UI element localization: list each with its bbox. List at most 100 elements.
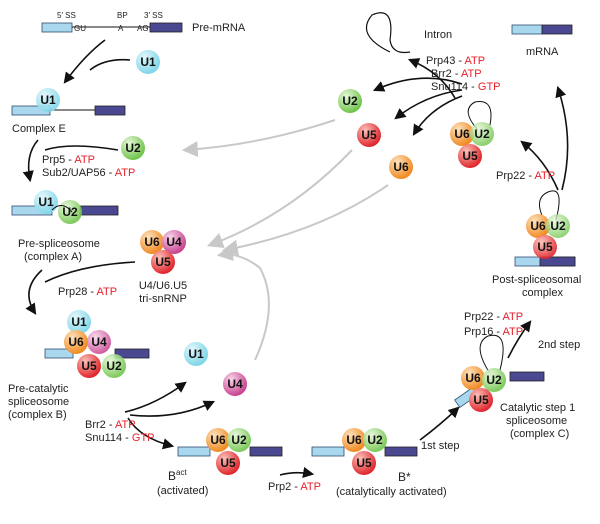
intron-label: Intron [424, 29, 452, 41]
svg-text:U5: U5 [537, 240, 553, 254]
complex-c: U6 U2 U5 Catalytic step 1 spliceosome (c… [454, 334, 575, 440]
bstar-label: B* [398, 470, 411, 484]
brr2-r-line: Brr2 - ATP [431, 68, 482, 80]
svg-text:U2: U2 [231, 433, 247, 447]
brr2-b-line: Brr2 - ATP [85, 419, 136, 431]
pre-mrna: 5′ SS BP 3′ SS GU A AG Pre-mRNA [41, 11, 246, 34]
snu114-r-line: Snu114 - GTP [431, 81, 501, 93]
u6-released: U6 [389, 155, 413, 179]
arrow-second-step [507, 320, 532, 359]
gu-label: GU [74, 24, 86, 33]
arrow-to-bact [127, 417, 175, 450]
ss3-label: 3′ SS [144, 11, 163, 20]
svg-text:U5: U5 [473, 393, 489, 407]
arrow-to-complex-b [25, 269, 43, 315]
post-label-1: Post-spliceosomal [492, 274, 581, 286]
sub2-line: Sub2/UAP56 - ATP [42, 167, 135, 179]
svg-text:U6: U6 [144, 235, 160, 249]
prp43-line: Prp43 - ATP [426, 55, 485, 67]
svg-text:U6: U6 [393, 160, 409, 174]
svg-text:U5: U5 [220, 456, 236, 470]
svg-text:U1: U1 [188, 347, 204, 361]
arrow-to-ils [520, 140, 559, 191]
post-spliceosomal-complex: U6 U2 U5 Post-spliceosomal complex [492, 190, 581, 299]
pre-cat-label-3: (complex B) [8, 409, 67, 421]
post-label-2: complex [522, 287, 563, 299]
arrow-to-bstar [279, 466, 315, 478]
bp-label: BP [117, 11, 128, 20]
svg-text:U5: U5 [361, 128, 377, 142]
prp16-c-line: Prp16 - ATP [464, 326, 523, 338]
svg-text:U1: U1 [38, 195, 54, 209]
svg-text:U6: U6 [210, 433, 226, 447]
prp28-line: Prp28 - ATP [58, 286, 117, 298]
tri-label-1: U4/U6.U5 [139, 280, 187, 292]
arrow-u1-join [89, 58, 131, 71]
release-arrows [372, 58, 463, 136]
arrow-u2-join [44, 145, 119, 151]
prp22-p-line: Prp22 - ATP [496, 170, 555, 182]
pre-cat-label-1: Pre-catalytic [8, 383, 69, 395]
arrow-tri-join [44, 261, 136, 283]
svg-text:U2: U2 [342, 94, 358, 108]
svg-text:U2: U2 [62, 205, 78, 219]
svg-text:U6: U6 [454, 127, 470, 141]
u5-released: U5 [357, 123, 381, 147]
svg-text:U2: U2 [125, 141, 141, 155]
bstar-activated-label: (catalytically activated) [336, 486, 447, 498]
intron-lariat: Intron [365, 12, 452, 54]
svg-text:U1: U1 [71, 315, 87, 329]
complex-e: U1 Complex E [11, 88, 126, 135]
u2-released: U2 [338, 89, 362, 113]
svg-text:U4: U4 [91, 335, 107, 349]
svg-text:U4: U4 [166, 235, 182, 249]
prp2-line: Prp2 - ATP [268, 481, 321, 493]
prp5-line: Prp5 - ATP [42, 154, 95, 166]
arrow-to-complex-e [63, 39, 106, 84]
svg-text:U6: U6 [346, 433, 362, 447]
pre-spliceosome-label: Pre-spliceosome [18, 238, 100, 250]
snu114-b-line: Snu114 - GTP [85, 432, 155, 444]
u4-released: U4 [223, 372, 247, 396]
cat1-label-3: (complex C) [510, 428, 569, 440]
bact-activated-label: (activated) [157, 485, 208, 497]
svg-text:U6: U6 [530, 219, 546, 233]
complex-a: U1 U2 Pre-spliceosome (complex A) [11, 190, 119, 263]
arrow-first-step [419, 406, 460, 441]
u2-joining-a: U2 [121, 136, 145, 160]
second-step-label: 2nd step [538, 339, 580, 351]
svg-text:U1: U1 [40, 93, 56, 107]
complex-e-label: Complex E [12, 123, 66, 135]
prp22-c-line: Prp22 - ATP [464, 311, 523, 323]
intron-lariat-spliceosome: U6 U2 U5 [450, 100, 494, 168]
bact-label: Bact [168, 468, 187, 483]
tri-snrnp: U6 U4 U5 U4/U6.U5 tri-snRNP [139, 230, 187, 305]
svg-text:U6: U6 [68, 335, 84, 349]
ss5-label: 5′ SS [57, 11, 76, 20]
svg-text:U4: U4 [227, 377, 243, 391]
mrna-label: mRNA [526, 46, 559, 58]
svg-text:U5: U5 [155, 255, 171, 269]
svg-text:U2: U2 [550, 219, 566, 233]
grey-release-arrows [181, 119, 389, 361]
pre-mrna-label: Pre-mRNA [192, 22, 246, 34]
cat1-label-1: Catalytic step 1 [500, 402, 575, 414]
tri-label-2: tri-snRNP [139, 293, 187, 305]
svg-text:U2: U2 [106, 359, 122, 373]
complex-bact: U6 U2 U5 Bact (activated) [157, 428, 283, 497]
svg-text:U2: U2 [486, 373, 502, 387]
u1-free-top: U1 [136, 50, 160, 74]
complex-a-label: (complex A) [24, 251, 82, 263]
complex-b: U1 U6 U4 U2 U5 Pre-catalytic spliceosome… [8, 310, 150, 421]
ag-label: AG [137, 24, 149, 33]
svg-text:U1: U1 [140, 55, 156, 69]
svg-text:U5: U5 [81, 359, 97, 373]
pre-cat-label-2: spliceosome [8, 396, 69, 408]
mrna: mRNA [511, 24, 573, 58]
svg-text:U6: U6 [465, 371, 481, 385]
svg-text:U2: U2 [474, 127, 490, 141]
first-step-label: 1st step [421, 440, 460, 452]
arrow-to-mrna [555, 85, 569, 191]
